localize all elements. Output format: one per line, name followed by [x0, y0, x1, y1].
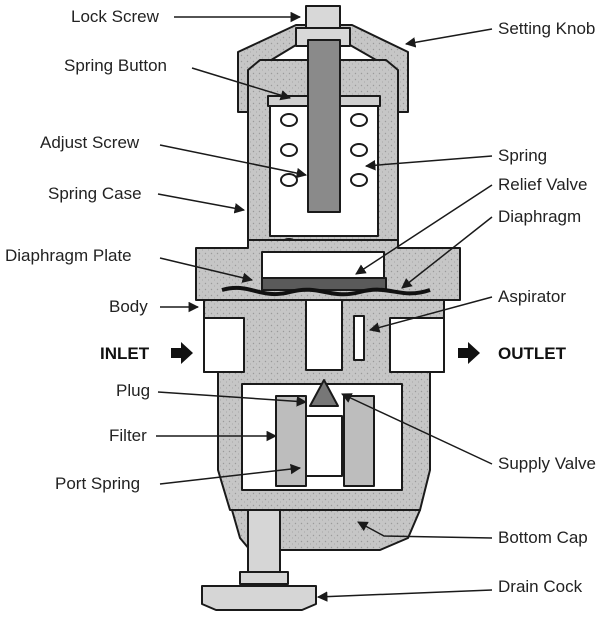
label-bottom-cap: Bottom Cap	[498, 528, 588, 547]
label-diaphragm: Diaphragm	[498, 207, 582, 226]
inlet-arrow-icon	[171, 342, 193, 364]
filter-shape	[275, 395, 307, 487]
adjust-screw-shape	[307, 39, 341, 213]
aspirator-tube	[353, 315, 365, 361]
drain-stem	[247, 509, 281, 581]
leader-supply-valve	[341, 393, 493, 465]
label-adjust-screw: Adjust Screw	[40, 133, 140, 152]
drain-cock-shape	[201, 585, 317, 611]
inlet-port	[203, 317, 245, 373]
label-aspirator: Aspirator	[498, 287, 567, 306]
label-outlet: OUTLET	[498, 344, 566, 363]
label-filter: Filter	[109, 426, 147, 445]
label-plug: Plug	[116, 381, 151, 400]
label-relief-valve: Relief Valve	[498, 175, 588, 194]
label-spring: Spring	[498, 146, 548, 165]
label-lock-screw: Lock Screw	[71, 7, 159, 26]
leader-spring-button	[191, 67, 292, 101]
label-supply-valve: Supply Valve	[498, 454, 596, 473]
plug-shape	[309, 379, 339, 407]
label-spring-case: Spring Case	[48, 184, 142, 203]
regulator-body	[195, 5, 461, 611]
spring-coils	[280, 113, 368, 272]
leader-diaphragm-plate	[159, 257, 254, 283]
leader-plug	[157, 391, 308, 407]
leader-aspirator	[368, 296, 493, 333]
outlet-port	[389, 317, 445, 373]
label-diaphragm-plate: Diaphragm Plate	[5, 246, 132, 265]
diaphragm-shape	[221, 285, 431, 297]
leader-diaphragm	[401, 216, 493, 289]
leader-lines	[156, 11, 493, 602]
leader-drain-cock	[316, 589, 493, 602]
leader-spring-case	[157, 193, 246, 214]
port-spring-shape	[305, 415, 343, 477]
leader-bottom-cap	[357, 521, 493, 539]
label-body: Body	[109, 297, 148, 316]
leader-spring	[364, 155, 493, 171]
leader-relief-valve	[355, 184, 493, 275]
diaphragm-plate-shape	[261, 277, 387, 291]
lock-screw-shape	[305, 5, 341, 29]
label-drain-cock: Drain Cock	[498, 577, 583, 596]
outlet-arrow-icon	[458, 342, 480, 364]
leader-adjust-screw	[159, 144, 308, 179]
label-spring-button: Spring Button	[64, 56, 168, 75]
label-port-spring: Port Spring	[55, 474, 141, 493]
label-inlet: INLET	[100, 344, 150, 363]
leader-setting-knob	[404, 28, 493, 48]
label-setting-knob: Setting Knob	[498, 19, 596, 38]
leader-port-spring	[159, 463, 302, 485]
